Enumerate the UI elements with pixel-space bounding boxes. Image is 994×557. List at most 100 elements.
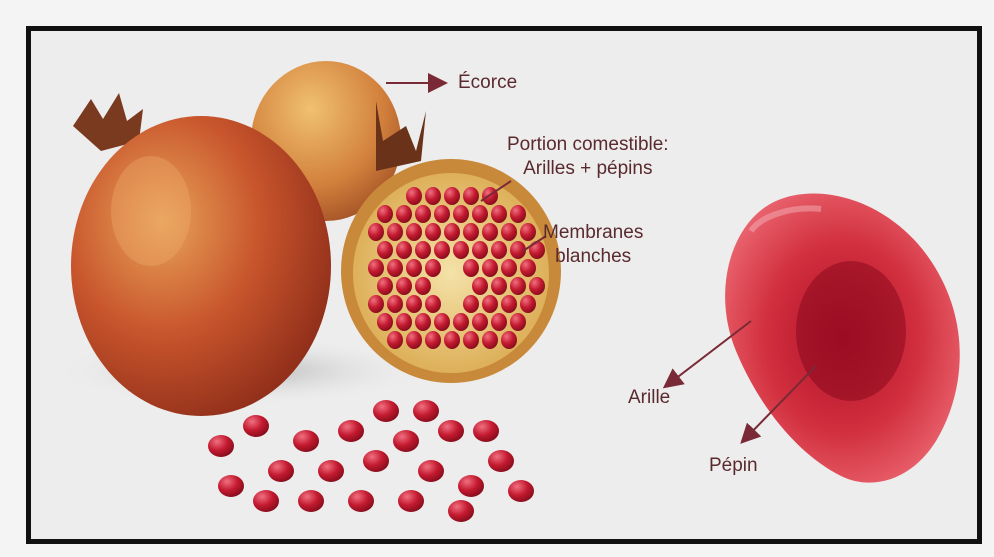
seed <box>387 259 403 277</box>
loose-aril <box>293 430 319 452</box>
seed <box>501 295 517 313</box>
seed <box>434 205 450 223</box>
aril-closeup <box>725 194 960 483</box>
seed <box>444 331 460 349</box>
label-arille: Arille <box>628 386 670 410</box>
label-membranes-line1: Membranes <box>543 221 643 245</box>
pomegranate-illustration <box>31 31 977 539</box>
seed <box>520 223 536 241</box>
loose-aril <box>398 490 424 512</box>
seed <box>482 259 498 277</box>
seed <box>444 187 460 205</box>
seed <box>501 331 517 349</box>
seed <box>463 295 479 313</box>
loose-aril <box>488 450 514 472</box>
seed <box>396 277 412 295</box>
seed <box>396 205 412 223</box>
seed <box>453 241 469 259</box>
seed <box>463 259 479 277</box>
loose-aril <box>393 430 419 452</box>
seed <box>425 259 441 277</box>
seed <box>444 223 460 241</box>
seed <box>482 295 498 313</box>
label-ecorce: Écorce <box>458 71 517 95</box>
seed <box>377 205 393 223</box>
loose-aril <box>268 460 294 482</box>
loose-aril <box>253 490 279 512</box>
seed <box>472 313 488 331</box>
seed <box>406 295 422 313</box>
seed <box>425 187 441 205</box>
seed <box>406 331 422 349</box>
seed <box>501 259 517 277</box>
loose-arils <box>208 400 534 522</box>
seed <box>377 241 393 259</box>
seed <box>453 205 469 223</box>
label-portion-comestible: Portion comestible: Arilles + pépins <box>507 133 669 181</box>
seed <box>482 331 498 349</box>
seed <box>491 205 507 223</box>
loose-aril <box>338 420 364 442</box>
loose-aril <box>413 400 439 422</box>
seed <box>415 313 431 331</box>
seed <box>396 241 412 259</box>
seed <box>425 223 441 241</box>
label-membranes-line2: blanches <box>543 245 643 269</box>
loose-aril <box>373 400 399 422</box>
seed <box>491 277 507 295</box>
seed <box>510 277 526 295</box>
seed <box>463 187 479 205</box>
seed <box>406 259 422 277</box>
loose-aril <box>448 500 474 522</box>
seed <box>482 223 498 241</box>
seed <box>396 313 412 331</box>
seed <box>463 331 479 349</box>
seed <box>434 241 450 259</box>
seed <box>453 313 469 331</box>
seed <box>491 313 507 331</box>
loose-aril <box>298 490 324 512</box>
seed <box>501 223 517 241</box>
label-membranes-blanches: Membranes blanches <box>543 221 643 269</box>
loose-aril <box>218 475 244 497</box>
loose-aril <box>348 490 374 512</box>
seed <box>387 331 403 349</box>
seed <box>434 313 450 331</box>
seed <box>529 277 545 295</box>
seed <box>415 277 431 295</box>
seed <box>463 223 479 241</box>
seed <box>368 259 384 277</box>
loose-aril <box>318 460 344 482</box>
seed <box>406 223 422 241</box>
seed <box>520 295 536 313</box>
seed <box>415 205 431 223</box>
seed <box>368 223 384 241</box>
seed <box>520 259 536 277</box>
seed <box>472 277 488 295</box>
seed <box>472 205 488 223</box>
seed <box>377 313 393 331</box>
loose-aril <box>208 435 234 457</box>
label-portion-line2: Arilles + pépins <box>507 157 669 181</box>
loose-aril <box>363 450 389 472</box>
seed <box>368 295 384 313</box>
label-pepin: Pépin <box>709 454 758 478</box>
seed <box>387 295 403 313</box>
label-portion-line1: Portion comestible: <box>507 133 669 157</box>
seed <box>510 205 526 223</box>
seed <box>387 223 403 241</box>
loose-aril <box>473 420 499 442</box>
loose-aril <box>508 480 534 502</box>
seed <box>406 187 422 205</box>
loose-aril <box>243 415 269 437</box>
seed <box>377 277 393 295</box>
seed <box>491 241 507 259</box>
seed <box>415 241 431 259</box>
seed <box>510 313 526 331</box>
seed <box>425 331 441 349</box>
loose-aril <box>458 475 484 497</box>
seed <box>425 295 441 313</box>
loose-aril <box>438 420 464 442</box>
loose-aril <box>418 460 444 482</box>
diagram-frame: Écorce Portion comestible: Arilles + pép… <box>26 26 982 544</box>
